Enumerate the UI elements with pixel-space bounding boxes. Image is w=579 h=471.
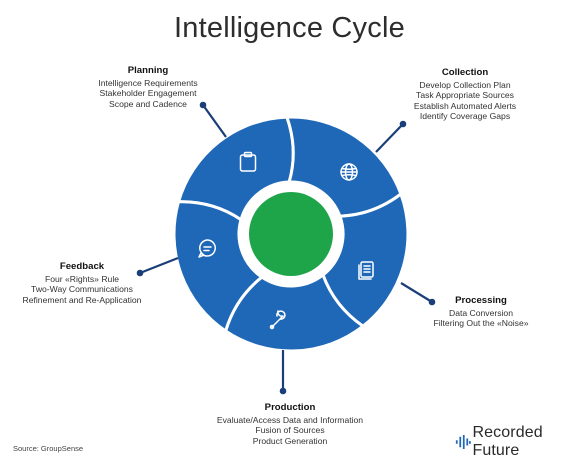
source-note: Source: GroupSense [13,444,84,453]
collection-item: Task Appropriate Sources [416,90,514,101]
recorded-future-logo-icon [455,434,471,450]
cycle-connectors [136,101,436,395]
brand-bar [462,434,465,450]
production-item: Evaluate/Access Data and Information [216,414,364,425]
production-block: Production Evaluate/Access Data and Info… [200,402,380,446]
collection-item: Establish Automated Alerts [413,100,517,111]
feedback-segment [172,200,264,333]
processing-connector-dot [428,298,436,306]
feedback-item: Four «Rights» Rule [44,273,120,284]
planning-connector-dot [199,101,207,109]
collection-connector-dot [399,120,407,128]
production-title: Production [264,402,316,413]
production-item: Product Generation [252,435,328,446]
diagram-title: Intelligence Cycle [174,12,405,44]
collection-block: Collection Develop Collection Plan Task … [395,67,535,122]
brand-bar [469,441,471,444]
segment-icons [198,151,374,330]
center-circle [249,192,333,276]
production-connector-dot [279,387,287,395]
collection-item: Identify Coverage Gaps [419,111,511,122]
feedback-block: Feedback Four «Rights» Rule Two-Way Comm… [20,261,144,305]
brand-logo: Recorded Future [455,424,579,459]
production-item: Fusion of Sources [255,425,325,436]
feedback-connector-line [139,256,179,275]
feedback-item: Two-Way Communications [31,284,133,295]
planning-item: Scope and Cadence [109,98,187,109]
processing-title: Processing [455,295,507,306]
brand-bar [455,440,458,444]
brand-bar [459,436,462,448]
planning-item: Intelligence Requirements [98,77,198,88]
wrench-icon [269,310,286,330]
collection-item: Develop Collection Plan [419,79,511,90]
document-icon [358,261,374,280]
brand-name: Recorded Future [472,424,543,459]
brand-bar [466,438,469,446]
planning-title: Planning [127,65,169,76]
collection-connector-line [375,123,404,153]
processing-connector-line [400,282,433,303]
planning-block: Planning Intelligence Requirements Stake… [89,65,207,109]
processing-item: Data Conversion [448,307,513,318]
processing-block: Processing Data Conversion Filtering Out… [420,295,542,329]
globe-icon [340,163,358,181]
processing-item: Filtering Out the «Noise» [433,318,529,329]
planning-connector-line [202,104,227,138]
clipboard-icon [239,151,257,172]
chat-bubble-icon [198,239,216,258]
planning-item: Stakeholder Engagement [99,88,197,99]
feedback-connector-dot [136,269,144,277]
feedback-title: Feedback [59,261,105,272]
collection-title: Collection [441,67,489,78]
feedback-item: Refinement and Re-Application [22,294,142,305]
